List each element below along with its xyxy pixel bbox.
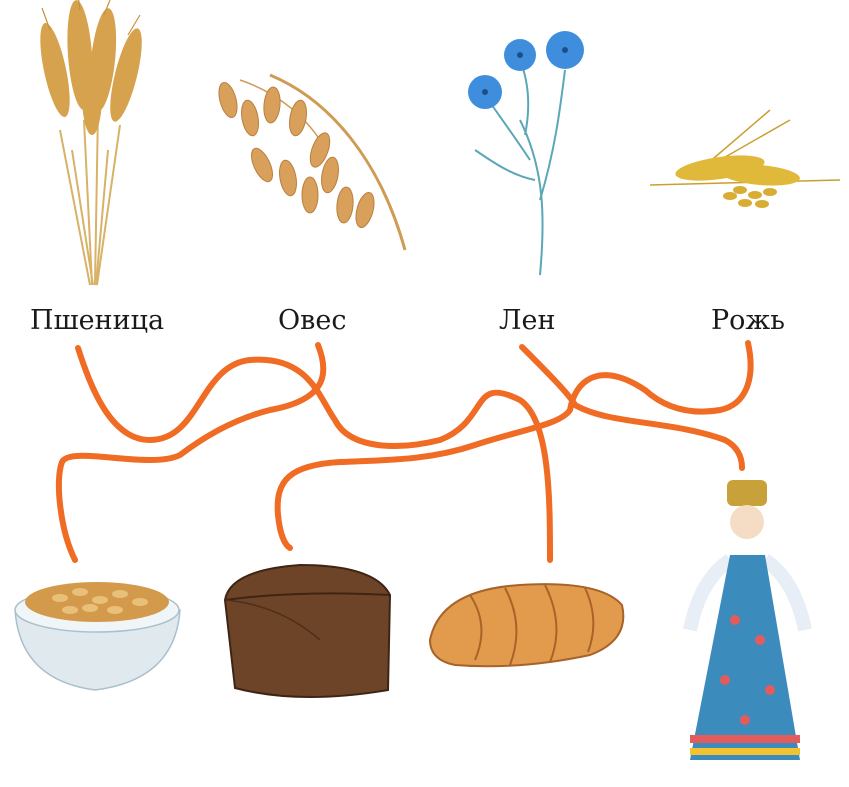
oat-icon [216,75,405,250]
flax-icon [468,31,584,275]
connector-wheat-to-bread [78,348,550,560]
linen-sarafan-girl-icon [690,480,805,760]
plant-label-flax: Лен [499,305,556,336]
rye-bread-loaf-icon [225,565,390,697]
plant-label-rye: Рожь [711,305,785,336]
plant-label-wheat: Пшеница [30,305,164,336]
connector-flax-to-sarafan [522,347,742,468]
connectors [59,343,751,560]
wheat-braided-bread-icon [430,584,623,666]
connector-rye-to-black-bread [278,343,751,548]
connector-oat-to-porridge [59,345,323,560]
plant-label-oat: Овес [278,305,346,336]
oat-porridge-bowl-icon [15,582,180,690]
rye-icon [650,110,840,208]
wheat-icon [34,0,148,285]
